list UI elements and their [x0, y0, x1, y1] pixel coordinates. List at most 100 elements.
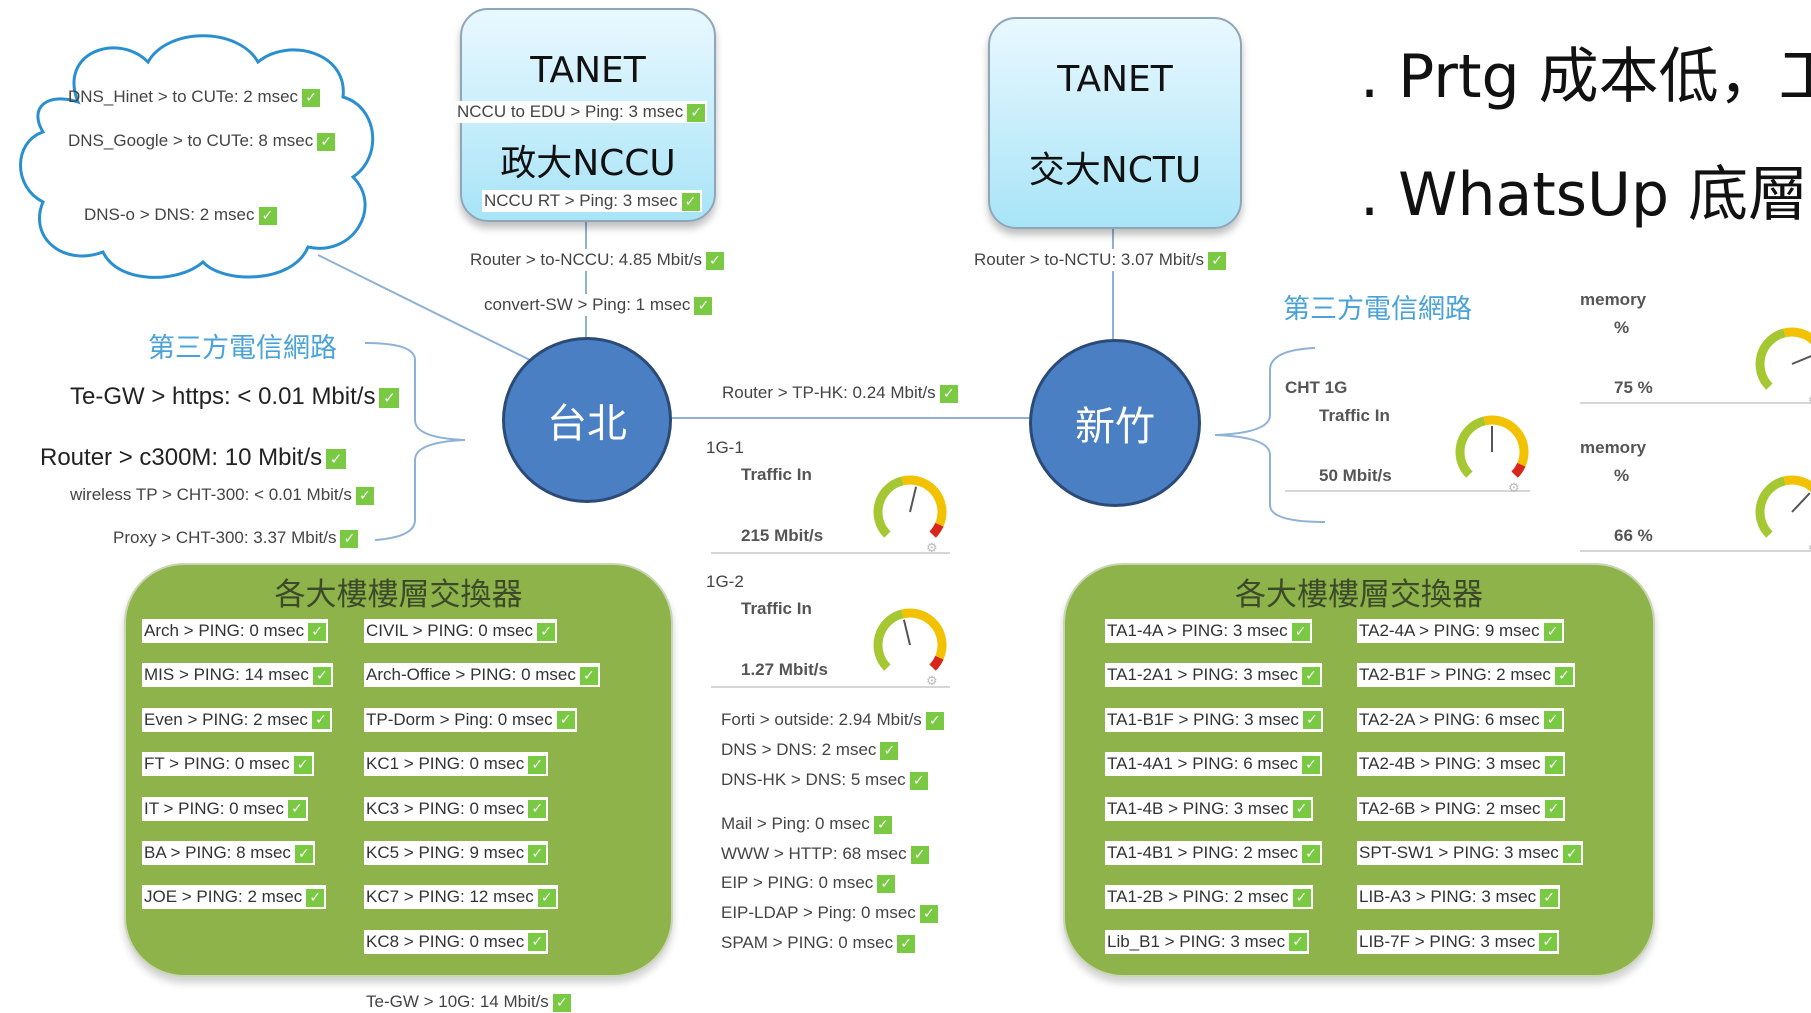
cht-channel: Traffic In	[1319, 406, 1390, 425]
gauge-arc	[929, 655, 944, 671]
switch-status-chip[interactable]: TA1-4A1 > PING: 6 msec✓	[1105, 752, 1323, 777]
check-icon: ✓	[1544, 800, 1563, 819]
mem2-gauge[interactable]: ⚙	[1750, 470, 1811, 554]
switch-status-chip[interactable]: KC8 > PING: 0 msec✓	[364, 929, 549, 954]
check-icon: ✓	[880, 741, 899, 760]
check-icon: ✓	[379, 387, 400, 408]
g2-name: 1G-2	[706, 572, 744, 591]
switch-status-chip[interactable]: Arch > PING: 0 msec✓	[142, 619, 329, 643]
router-nccu-status[interactable]: Router > to-NCCU: 4.85 Mbit/s✓	[468, 249, 726, 271]
g2-value: 1.27 Mbit/s	[741, 660, 828, 679]
wireless-tp-status[interactable]: wireless TP > CHT-300: < 0.01 Mbit/s✓	[70, 484, 374, 506]
check-icon: ✓	[1292, 888, 1311, 907]
check-icon: ✓	[1289, 933, 1308, 952]
gear-icon: ⚙	[926, 540, 938, 554]
gauge-arc	[873, 476, 904, 538]
check-icon: ✓	[1302, 755, 1321, 774]
switch-status-chip[interactable]: KC1 > PING: 0 msec✓	[364, 752, 549, 777]
switch-status-chip[interactable]: TA2-4A > PING: 9 msec✓	[1357, 619, 1564, 643]
forti-status[interactable]: Forti > outside: 2.94 Mbit/s✓	[721, 709, 944, 731]
check-icon: ✓	[1539, 933, 1558, 952]
switch-status-chip[interactable]: TA1-2B > PING: 2 msec✓	[1105, 885, 1313, 910]
router-c300m-status[interactable]: Router > c300M: 10 Mbit/s✓	[40, 443, 347, 473]
switch-status-chip[interactable]: LIB-A3 > PING: 3 msec✓	[1357, 885, 1561, 910]
tanet-nccu-subtitle: 政大NCCU	[500, 143, 676, 184]
check-icon: ✓	[1291, 622, 1310, 641]
cht-value: 50 Mbit/s	[1319, 466, 1392, 485]
gauge-arc	[929, 522, 944, 538]
switch-status-chip[interactable]: SPT-SW1 > PING: 3 msec✓	[1357, 841, 1583, 865]
g2-gauge[interactable]: ⚙	[868, 603, 952, 687]
check-icon: ✓	[939, 384, 958, 403]
switch-status-chip[interactable]: KC5 > PING: 9 msec✓	[364, 841, 549, 865]
switch-status-chip[interactable]: TA2-6B > PING: 2 msec✓	[1357, 796, 1565, 821]
switch-status-chip[interactable]: Even > PING: 2 msec✓	[142, 707, 332, 732]
switch-status-chip[interactable]: KC3 > PING: 0 msec✓	[364, 796, 549, 821]
check-icon: ✓	[1544, 755, 1563, 774]
gauge-needle	[1791, 492, 1811, 513]
cloud-status-3[interactable]: DNS-o > DNS: 2 msec✓	[84, 204, 277, 226]
te-gw-https-status[interactable]: Te-GW > https: < 0.01 Mbit/s✓	[70, 382, 400, 412]
dns-hk-status[interactable]: DNS-HK > DNS: 5 msec✓	[721, 769, 928, 791]
switch-status-chip[interactable]: KC7 > PING: 12 msec✓	[364, 885, 558, 910]
switch-status-chip[interactable]: Arch-Office > PING: 0 msec✓	[364, 663, 600, 688]
cloud-status-2[interactable]: DNS_Google > to CUTe: 8 msec✓	[68, 130, 336, 152]
switch-status-chip[interactable]: LIB-7F > PING: 3 msec✓	[1357, 929, 1560, 954]
check-icon: ✓	[1540, 888, 1559, 907]
check-icon: ✓	[258, 206, 277, 225]
switch-status-chip[interactable]: TA1-2A1 > PING: 3 msec✓	[1105, 663, 1323, 688]
taipei-node[interactable]: 台北	[502, 337, 672, 503]
te-gw-10g-status[interactable]: Te-GW > 10G: 14 Mbit/s✓	[364, 991, 573, 1013]
cht-gauge[interactable]: ⚙	[1450, 410, 1534, 494]
check-icon: ✓	[919, 904, 938, 923]
proxy-status[interactable]: Proxy > CHT-300: 3.37 Mbit/s✓	[113, 527, 359, 549]
dns-status[interactable]: DNS > DNS: 2 msec✓	[721, 739, 899, 761]
mem1-gauge[interactable]: ⚙	[1750, 322, 1811, 406]
gauge-needle	[902, 619, 911, 646]
check-icon: ✓	[306, 888, 325, 907]
switch-status-chip[interactable]: JOE > PING: 2 msec✓	[142, 885, 327, 910]
switch-status-chip[interactable]: TA1-4B1 > PING: 2 msec✓	[1105, 841, 1323, 865]
cloud-status-1[interactable]: DNS_Hinet > to CUTe: 2 msec✓	[68, 86, 321, 108]
switch-status-chip[interactable]: FT > PING: 0 msec✓	[142, 752, 314, 777]
switch-status-chip[interactable]: MIS > PING: 14 msec✓	[142, 663, 333, 688]
mail-status[interactable]: Mail > Ping: 0 msec✓	[721, 813, 892, 835]
gear-icon: ⚙	[1808, 392, 1811, 406]
tanet-nctu-subtitle: 交大NCTU	[1028, 150, 1202, 191]
router-nctu-status[interactable]: Router > to-NCTU: 3.07 Mbit/s✓	[972, 249, 1229, 271]
switch-status-chip[interactable]: TA1-B1F > PING: 3 msec✓	[1105, 707, 1323, 732]
left-panel-title: 各大樓樓層交換器	[274, 577, 523, 613]
eip-ldap-status[interactable]: EIP-LDAP > Ping: 0 msec✓	[721, 902, 938, 924]
switch-status-chip[interactable]: TA2-4B > PING: 3 msec✓	[1357, 752, 1565, 777]
mem2-value: 66 %	[1614, 526, 1653, 545]
gauge-arc	[1755, 476, 1786, 538]
www-status[interactable]: WWW > HTTP: 68 msec✓	[721, 843, 929, 865]
router-tphk-status[interactable]: Router > TP-HK: 0.24 Mbit/s✓	[720, 382, 960, 404]
check-icon: ✓	[1554, 666, 1573, 685]
cloud-to-taipei-line	[317, 254, 531, 361]
g1-gauge[interactable]: ⚙	[868, 470, 952, 554]
cht-name: CHT 1G	[1285, 378, 1348, 397]
check-icon: ✓	[1562, 844, 1581, 863]
switch-status-chip[interactable]: BA > PING: 8 msec✓	[142, 841, 315, 865]
switch-status-chip[interactable]: TA2-B1F > PING: 2 msec✓	[1357, 663, 1575, 688]
switch-status-chip[interactable]: TA2-2A > PING: 6 msec✓	[1357, 707, 1564, 732]
convert-sw-status[interactable]: convert-SW > Ping: 1 msec✓	[482, 294, 715, 316]
eip-status[interactable]: EIP > PING: 0 msec✓	[721, 872, 896, 894]
spam-status[interactable]: SPAM > PING: 0 msec✓	[721, 932, 916, 954]
switch-status-chip[interactable]: CIVIL > PING: 0 msec✓	[364, 619, 558, 643]
check-icon: ✓	[1543, 711, 1562, 730]
switch-status-chip[interactable]: TP-Dorm > Ping: 0 msec✓	[364, 707, 577, 732]
switch-status-chip[interactable]: IT > PING: 0 msec✓	[142, 796, 308, 821]
switch-status-chip[interactable]: Lib_B1 > PING: 3 msec✓	[1105, 929, 1310, 954]
switch-status-chip[interactable]: TA1-4A > PING: 3 msec✓	[1105, 619, 1312, 643]
nccu-edu-status[interactable]: NCCU to EDU > Ping: 3 msec✓	[455, 101, 708, 123]
hsinchu-node[interactable]: 新竹	[1029, 339, 1201, 507]
gauge-arc	[873, 609, 904, 671]
nccu-rt-status[interactable]: NCCU RT > Ping: 3 msec✓	[482, 190, 702, 212]
switch-status-chip[interactable]: TA1-4B > PING: 3 msec✓	[1105, 796, 1313, 821]
gauge-arc	[901, 608, 947, 660]
mem1-unit: %	[1614, 318, 1630, 337]
mem1-name: memory	[1580, 290, 1647, 309]
